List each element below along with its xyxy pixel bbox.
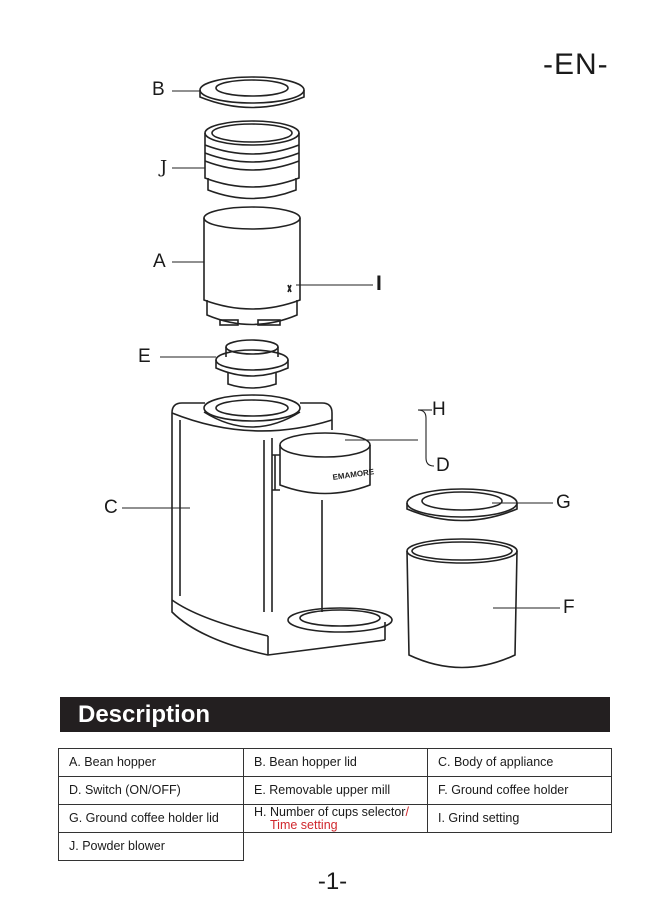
bean-hopper bbox=[204, 207, 300, 325]
label-j: J bbox=[160, 158, 167, 178]
part-h: H. Number of cups selector/ Time setting bbox=[244, 805, 428, 833]
table-row: D. Switch (ON/OFF) E. Removable upper mi… bbox=[59, 777, 612, 805]
page-number: -1- bbox=[0, 868, 665, 896]
part-a: A. Bean hopper bbox=[59, 749, 244, 777]
part-d: D. Switch (ON/OFF) bbox=[59, 777, 244, 805]
part-j: J. Powder blower bbox=[59, 833, 244, 861]
part-g: G. Ground coffee holder lid bbox=[59, 805, 244, 833]
cups-selector-head bbox=[272, 433, 370, 494]
label-b: B bbox=[152, 80, 165, 100]
part-i: I. Grind setting bbox=[428, 805, 612, 833]
appliance-body bbox=[172, 395, 392, 655]
ground-coffee-holder-lid bbox=[407, 489, 517, 521]
part-b: B. Bean hopper lid bbox=[244, 749, 428, 777]
section-banner: Description bbox=[60, 697, 610, 732]
part-f: F. Ground coffee holder bbox=[428, 777, 612, 805]
label-g: G bbox=[556, 493, 571, 513]
part-h-main: H. Number of cups selector bbox=[254, 805, 405, 819]
bean-hopper-lid bbox=[200, 77, 304, 108]
label-i: I bbox=[376, 274, 382, 294]
label-f: F bbox=[563, 598, 575, 618]
label-a: A bbox=[153, 252, 166, 272]
brand-mark: EMAMORE bbox=[332, 467, 375, 482]
part-h-time: Time setting bbox=[254, 818, 338, 832]
empty-cell bbox=[244, 833, 428, 861]
label-e: E bbox=[138, 347, 151, 367]
ground-coffee-holder bbox=[407, 539, 517, 668]
part-h-slash: / bbox=[405, 805, 408, 819]
removable-upper-mill bbox=[216, 340, 288, 388]
exploded-view-diagram: EMAMORE bbox=[0, 0, 665, 690]
label-c: C bbox=[104, 498, 118, 518]
part-e: E. Removable upper mill bbox=[244, 777, 428, 805]
parts-table: A. Bean hopper B. Bean hopper lid C. Bod… bbox=[58, 748, 612, 861]
label-d: D bbox=[436, 456, 450, 476]
powder-blower bbox=[205, 121, 299, 199]
label-h: H bbox=[432, 400, 446, 420]
part-c: C. Body of appliance bbox=[428, 749, 612, 777]
table-row: G. Ground coffee holder lid H. Number of… bbox=[59, 805, 612, 833]
table-row: J. Powder blower bbox=[59, 833, 612, 861]
table-row: A. Bean hopper B. Bean hopper lid C. Bod… bbox=[59, 749, 612, 777]
empty-cell bbox=[428, 833, 612, 861]
